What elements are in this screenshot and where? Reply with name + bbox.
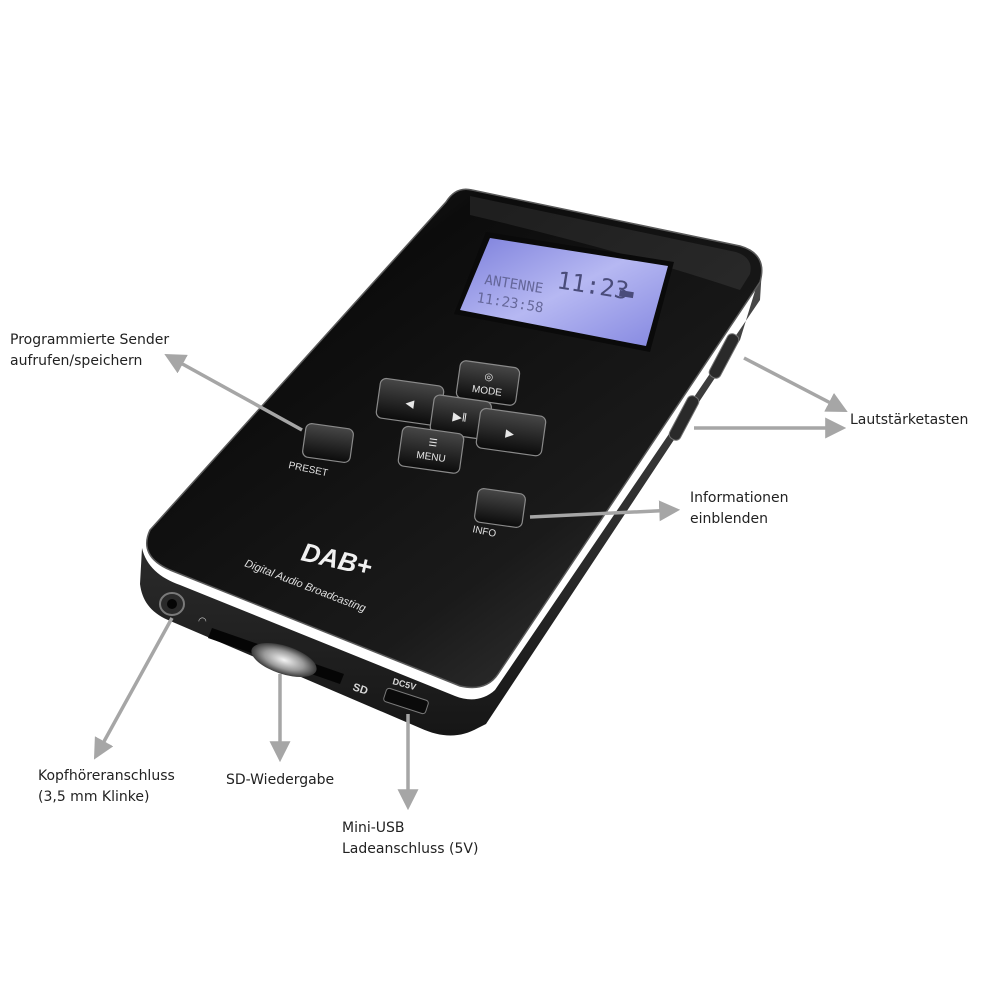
callout-arrows — [93, 353, 848, 811]
volume-up-key[interactable] — [707, 332, 740, 380]
prev-icon: ◀ — [405, 397, 416, 410]
mini-usb-port[interactable] — [383, 687, 429, 715]
preset-button[interactable] — [302, 423, 354, 463]
next-button[interactable]: ▶ — [475, 407, 547, 457]
volume-down-key[interactable] — [667, 394, 700, 442]
sd-card-slot[interactable] — [208, 628, 344, 684]
preset-callout-line2: aufrufen/speichern — [10, 353, 143, 369]
preset-callout: Programmierte Sender aufrufen/speichern — [10, 330, 169, 372]
info-callout-line2: einblenden — [690, 511, 769, 527]
headphone-callout-line2: (3,5 mm Klinke) — [38, 789, 150, 805]
info-label: INFO — [471, 524, 497, 540]
lcd-display: 11:23 ANTENNE 11:23:58 — [454, 232, 674, 352]
headphone-callout: Kopfhöreranschluss (3,5 mm Klinke) — [38, 766, 175, 808]
info-button[interactable] — [474, 488, 526, 528]
usb-callout-line1: Mini-USB — [342, 820, 405, 836]
headphone-arrow — [93, 617, 174, 760]
headphone-icon: ◠ — [198, 616, 207, 627]
headphone-jack[interactable] — [159, 592, 185, 616]
volume-up-arrow — [743, 356, 848, 412]
signal-icon — [619, 290, 634, 299]
mode-button[interactable]: ◎ MODE — [455, 360, 521, 406]
menu-label: MENU — [416, 450, 447, 465]
radio-device: 11:23 ANTENNE 11:23:58 ◎ MODE ◀ ▶‖ ▶ ☰ M… — [140, 188, 763, 736]
next-icon: ▶ — [505, 427, 516, 440]
info-callout-line1: Informationen — [690, 490, 789, 506]
play-pause-button[interactable]: ▶‖ — [429, 394, 493, 440]
face-highlight — [470, 196, 751, 290]
preset-callout-line1: Programmierte Sender — [10, 332, 170, 348]
volume-callout-line1: Lautstärketasten — [850, 412, 969, 428]
usb-callout: Mini-USB Ladeanschluss (5V) — [342, 818, 478, 860]
usb-callout-line2: Ladeanschluss (5V) — [342, 841, 479, 857]
play-pause-icon: ▶‖ — [452, 409, 468, 425]
mode-icon: ◎ — [484, 371, 494, 383]
preset-arrow — [164, 353, 303, 432]
sd-callout-line1: SD-Wiedergabe — [226, 772, 335, 788]
sd-mark: SD — [351, 681, 369, 697]
mode-label: MODE — [471, 384, 503, 399]
sd-card-disc — [251, 643, 317, 677]
info-arrow — [529, 500, 681, 522]
menu-icon: ☰ — [428, 437, 438, 449]
sd-callout: SD-Wiedergabe — [226, 770, 334, 791]
headphone-callout-line1: Kopfhöreranschluss — [38, 768, 175, 784]
volume-callout: Lautstärketasten — [850, 410, 968, 431]
info-callout: Informationen einblenden — [690, 488, 789, 530]
menu-button[interactable]: ☰ MENU — [397, 425, 465, 474]
